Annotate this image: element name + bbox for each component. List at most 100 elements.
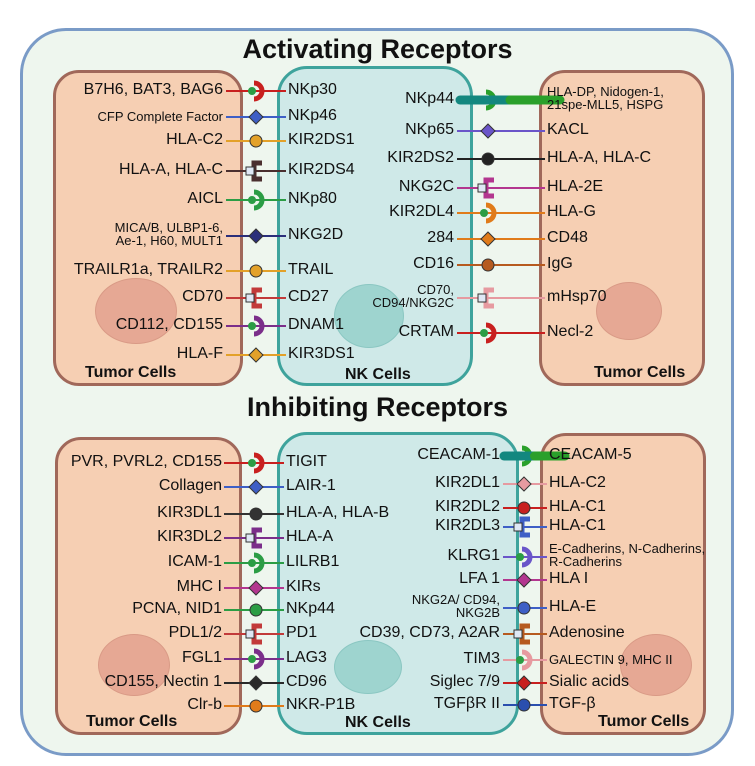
receptor-link-inhibiting-right-1 [503,476,547,492]
receptor-label: CRTAM [398,323,454,340]
receptor-label: DNAM1 [288,316,345,333]
receptor-link-inhibiting-right-8 [503,649,547,671]
receptor-label: CEACAM-1 [417,446,500,463]
ligand-label: HLA-A, HLA-C [547,149,652,166]
ligand-square-shape [245,629,255,639]
ligand-dot [248,87,256,95]
receptor-label: NKp44 [286,600,335,617]
receptor-link-inhibiting-left-5 [224,580,284,596]
receptor-link-inhibiting-left-10 [224,699,284,713]
receptor-cup-shape [253,315,265,337]
ligand-diamond-shape [248,347,264,363]
receptor-link-inhibiting-left-0 [224,452,284,474]
ligand-label: HLA-E [549,598,597,615]
tumor-cells-label: Tumor Cells [594,364,686,381]
receptor-label: NKR-P1B [286,696,356,713]
ligand-label: KIR3DL1 [157,504,222,521]
ligand-dot [516,553,524,561]
receptor-label: CD27 [288,288,329,305]
receptor-link-activating-right-2 [457,152,545,166]
ligand-label: GALECTIN 9, MHC II [549,651,673,667]
receptor-cup-shape [521,649,533,671]
ligand-label: Collagen [158,477,222,494]
receptor-link-activating-left-0 [226,80,286,102]
ligand-label: PCNA, NID1 [132,600,222,617]
ligand-diamond-shape [248,228,264,244]
receptor-label: KIR2DL1 [435,474,500,491]
receptor-link-activating-left-1 [226,109,286,125]
ligand-dot [480,329,488,337]
nk-nucleus [334,284,404,348]
ligand-label: CD112, CD155 [115,316,223,333]
receptor-link-activating-right-8 [457,322,545,344]
ligand-label: MHC I [176,578,222,595]
ligand-circle-shape [249,264,263,278]
tumor-nucleus [95,278,177,344]
receptor-link-activating-left-5 [226,228,286,244]
ligand-label: mHsp70 [547,288,607,305]
receptor-link-activating-right-3 [457,177,545,199]
ligand-square-shape [245,533,255,543]
ligand-circle-shape [517,698,531,712]
receptor-label: LAIR-1 [286,477,336,494]
receptor-link-activating-right-6 [457,258,545,272]
ligand-diamond-shape [516,476,532,492]
receptor-label: TIGIT [286,453,327,470]
receptor-label: KIR3DS1 [288,345,355,362]
receptor-link-activating-right-1 [457,123,545,139]
receptor-label: CD16 [413,255,454,272]
receptor-link-activating-left-9 [226,347,286,363]
receptor-link-inhibiting-left-1 [224,479,284,495]
receptor-label: NKp46 [288,107,337,124]
receptor-link-inhibiting-left-3 [224,527,284,549]
receptor-link-activating-left-8 [226,315,286,337]
ligand-square-shape [245,166,255,176]
receptor-label: CD70,CD94/NKG2C [372,282,454,310]
receptor-label: NKG2A/ CD94,NKG2B [411,592,500,620]
tumor-cells-label: Tumor Cells [86,713,178,730]
ligand-circle-shape [249,134,263,148]
receptor-link-inhibiting-right-5 [503,572,547,588]
ligand-dot [248,459,256,467]
ligand-dot [248,559,256,567]
receptor-link-inhibiting-left-4 [224,552,284,574]
ligand-diamond-shape [480,123,496,139]
receptor-link-inhibiting-right-9 [503,675,547,691]
ligand-square-shape [477,183,487,193]
ligand-label: FGL1 [181,649,222,666]
ligand-label: HLA-G [547,203,596,220]
receptor-cup-shape [521,546,533,568]
ligand-diamond-shape [248,580,264,596]
ligand-label: E-Cadherins, N-Cadherins,R-Cadherins [549,541,706,569]
receptor-label: Siglec 7/9 [429,673,500,690]
receptor-link-inhibiting-right-10 [503,698,547,712]
ligand-label: HLA-A, HLA-C [118,161,223,178]
receptor-label: NKp65 [405,121,454,138]
receptor-link-inhibiting-left-8 [224,648,284,670]
receptor-label: CD39, CD73, A2AR [359,624,500,641]
receptor-label: 284 [427,229,454,246]
ligand-label: Adenosine [549,624,625,641]
ligand-diamond-shape [248,675,264,691]
ligand-diamond-shape [480,231,496,247]
receptor-label: LFA 1 [459,570,500,587]
activating-title: Activating Receptors [242,34,513,64]
receptor-link-inhibiting-right-3 [503,516,547,538]
ligand-dot [516,656,524,664]
ligand-label: TRAILR1a, TRAILR2 [73,261,223,278]
ligand-label: MICA/B, ULBP1-6,Ae-1, H60, MULT1 [114,220,223,248]
ligand-label: B7H6, BAT3, BAG6 [83,81,223,98]
ligand-label: HLA I [549,570,589,587]
receptor-link-activating-left-2 [226,134,286,148]
ligand-diamond-shape [516,572,532,588]
ligand-circle-shape [249,699,263,713]
ligand-label: HLA-C2 [549,474,606,491]
receptor-cup-shape [253,552,265,574]
tumor-nucleus [596,282,662,340]
ligand-circle-shape [481,258,495,272]
receptor-label: KIR2DL3 [435,517,500,534]
receptor-label: KIR2DL2 [435,498,500,515]
ligand-label: IgG [547,255,573,272]
receptor-link-activating-right-7 [457,287,545,309]
receptor-cup-shape [485,322,497,344]
